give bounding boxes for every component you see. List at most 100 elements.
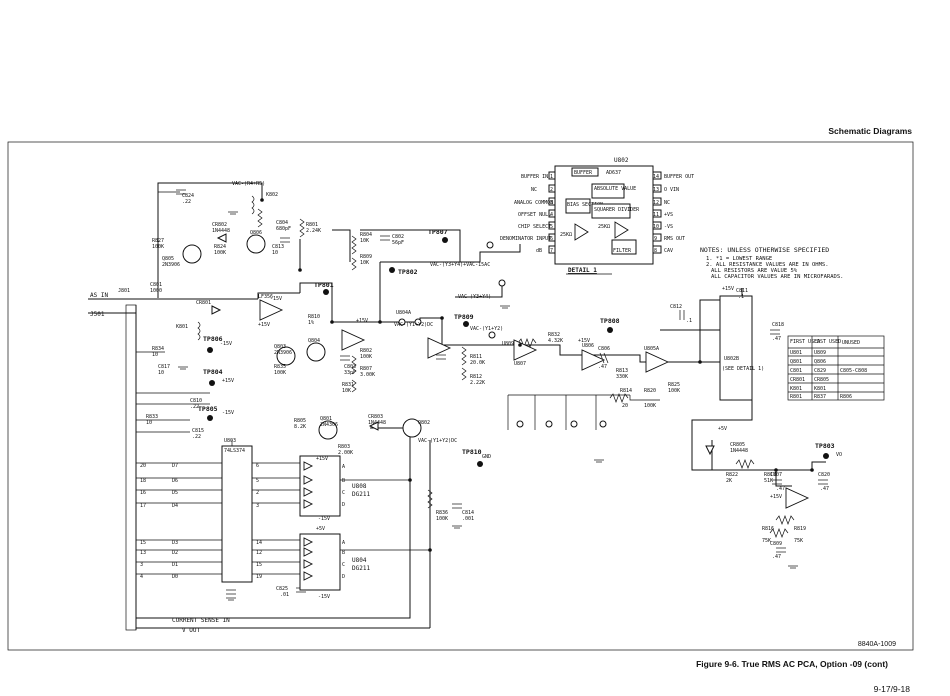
svg-text:R835: R835: [274, 364, 286, 370]
svg-text:4: 4: [140, 574, 143, 580]
svg-text:C805-C808: C805-C808: [840, 368, 867, 374]
svg-text:.47: .47: [776, 486, 785, 492]
svg-text:15: 15: [256, 562, 262, 568]
svg-text:DENOMINATOR INPUT: DENOMINATOR INPUT: [500, 236, 551, 242]
svg-text:TP802: TP802: [398, 268, 418, 276]
note-line-3: ALL RESISTORS ARE VALUE 5%: [711, 268, 798, 274]
svg-text:2.00K: 2.00K: [338, 450, 353, 456]
ic-u809-ref: U809: [502, 341, 514, 347]
block-bias: [565, 198, 591, 214]
svg-text:2N4306: 2N4306: [320, 422, 338, 428]
page-number: 9-17/9-18: [873, 684, 910, 694]
svg-text:C817: C817: [158, 364, 170, 370]
svg-text:+15V: +15V: [258, 322, 270, 328]
svg-text:2N3906: 2N3906: [162, 262, 180, 268]
svg-text:3: 3: [140, 562, 143, 568]
svg-text:.47: .47: [772, 336, 781, 342]
svg-text:D1: D1: [172, 562, 178, 568]
svg-text:R807: R807: [360, 366, 372, 372]
svg-text:Q805: Q805: [162, 256, 174, 262]
component-labels: C824 .22 R827 100K R824 100K R801 2.24K …: [146, 192, 830, 600]
svg-text:R825: R825: [668, 382, 680, 388]
svg-text:2: 2: [256, 490, 259, 496]
doc-number: 8840A-1009: [857, 641, 896, 648]
svg-text:100K: 100K: [214, 250, 226, 256]
diode-cr802: [216, 233, 227, 243]
svg-text:+15V: +15V: [722, 286, 734, 292]
ic-u803: [221, 445, 253, 583]
block-buffer: [571, 167, 599, 177]
svg-text:2: 2: [550, 187, 553, 193]
svg-text:16: 16: [140, 490, 146, 496]
svg-text:CR801: CR801: [790, 377, 805, 383]
u803-bus-labels: D7 D6 D5 D4 D3 D2 D1 D0 20 18 16 17 15 1…: [140, 463, 262, 580]
svg-text:-15V: -15V: [318, 516, 330, 522]
svg-text:C825: C825: [276, 586, 288, 592]
svg-text:R811: R811: [470, 354, 482, 360]
svg-text:R820: R820: [644, 388, 656, 394]
test-points: TP807 TP808 TP801 TP809 TP806 TP804 TP80…: [198, 228, 842, 467]
signal-labels: VAC-(R4+R5) VAC-(Y3+Y4)+VAC-15AC VAC-(Y3…: [90, 181, 503, 634]
svg-text:C813: C813: [272, 244, 284, 250]
svg-text:75K: 75K: [794, 538, 803, 544]
diode-cr801: [211, 305, 222, 315]
svg-text:13: 13: [140, 550, 146, 556]
svg-text:K801: K801: [814, 386, 826, 392]
svg-text:12: 12: [256, 550, 262, 556]
svg-text:10K: 10K: [342, 388, 351, 394]
svg-text:GND: GND: [482, 454, 491, 460]
svg-text:B: B: [342, 478, 345, 484]
note-line-2: 2. ALL RESISTANCE VALUES ARE IN OHMS.: [706, 262, 829, 268]
detail-opamp-2: [614, 221, 629, 239]
svg-text:-15V: -15V: [222, 410, 234, 416]
svg-text:A: A: [342, 464, 345, 470]
svg-text:Q802: Q802: [418, 420, 430, 426]
svg-text:TP804: TP804: [203, 368, 223, 376]
svg-text:dB: dB: [536, 248, 542, 254]
svg-text:+5V: +5V: [316, 526, 325, 532]
ic-u804-ref: U804: [352, 557, 367, 564]
block-buffer-label: BUFFER: [574, 170, 593, 176]
note-line-1: 1. *1 = LOWEST RANGE: [706, 256, 772, 262]
svg-text:VAC-(R4+R5): VAC-(R4+R5): [232, 181, 265, 187]
transistor-q804: [306, 342, 326, 362]
svg-text:VAC-(Y3+Y4): VAC-(Y3+Y4): [458, 294, 491, 300]
svg-text:VAC-(Y3+Y4)+VAC-15AC: VAC-(Y3+Y4)+VAC-15AC: [430, 262, 490, 268]
detail-res-2: 25KΩ: [598, 224, 610, 230]
opamp-u805a: [645, 351, 670, 373]
diode-cr803: [368, 421, 379, 431]
svg-text:-15V: -15V: [270, 296, 282, 302]
svg-text:TP809: TP809: [454, 313, 474, 321]
svg-text:R827: R827: [152, 238, 164, 244]
svg-text:R816: R816: [762, 526, 774, 532]
svg-text:C: C: [342, 490, 345, 496]
svg-text:A: A: [342, 540, 345, 546]
opamp-u807: [513, 339, 538, 361]
svg-text:C801: C801: [150, 282, 162, 288]
svg-text:.47: .47: [820, 486, 829, 492]
svg-text:14: 14: [653, 174, 659, 180]
svg-text:R803: R803: [338, 444, 350, 450]
svg-text:100K: 100K: [360, 354, 372, 360]
svg-text:4.32K: 4.32K: [548, 338, 563, 344]
svg-text:10K: 10K: [360, 260, 369, 266]
svg-text:C829: C829: [814, 368, 826, 374]
svg-text:TP801: TP801: [314, 281, 334, 289]
wiring: [88, 182, 828, 631]
svg-text:+15V: +15V: [770, 494, 782, 500]
svg-text:D: D: [342, 574, 345, 580]
svg-text:NC: NC: [664, 200, 670, 206]
relay-k802: [251, 195, 255, 215]
svg-text:D2: D2: [172, 550, 178, 556]
svg-text:10: 10: [158, 370, 164, 376]
transistor-q806: [246, 234, 266, 254]
svg-text:Q801: Q801: [790, 359, 802, 365]
svg-text:Q806: Q806: [814, 359, 826, 365]
svg-text:+15V: +15V: [356, 318, 368, 324]
svg-text:D6: D6: [172, 478, 178, 484]
svg-text:6: 6: [256, 463, 259, 469]
svg-text:C802: C802: [392, 234, 404, 240]
svg-text:330K: 330K: [616, 374, 628, 380]
svg-text:.22: .22: [190, 404, 199, 410]
